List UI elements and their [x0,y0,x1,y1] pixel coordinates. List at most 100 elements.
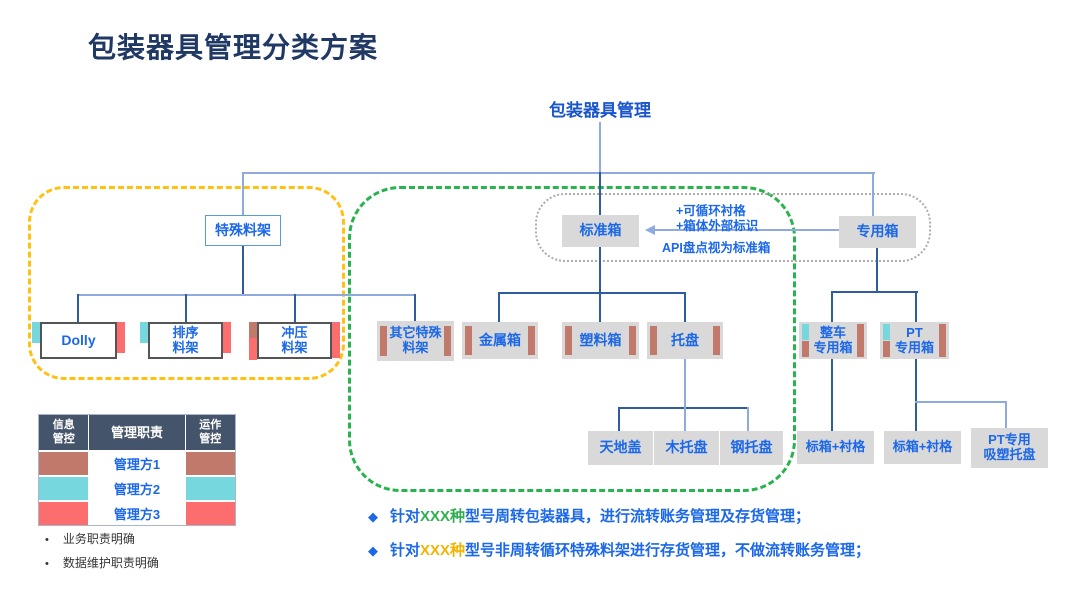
info-control-tab [883,324,890,340]
info-control-tab [140,322,148,343]
node-stamping-rack: 冲压 料架 [249,322,340,360]
node-special-rack: 特殊料架 [205,215,281,246]
node-dedicated-box: 专用箱 [839,216,916,248]
info-control-tab [802,324,809,340]
node-standard-box: 标准箱 [562,215,639,247]
node-label: 金属箱 [479,331,521,348]
operation-control-tab [713,326,720,355]
info-control-tab [883,341,890,357]
info-control-tab [249,322,257,338]
connector [684,358,686,409]
legend-row-party3: 管理方3 [39,500,235,525]
connector [915,358,917,432]
node-std-box-liner-1: 标箱+衬格 [797,431,874,464]
node-label: 冲压 料架 [281,324,308,355]
node-label: 托盘 [671,331,699,348]
legend-label-party3: 管理方3 [89,502,185,525]
connector [684,407,686,432]
connector [499,292,686,294]
arrow-note-1: +可循环衬格 [676,204,746,218]
bullet-highlight: XXX种 [420,542,466,559]
operation-control-tab [528,326,535,355]
info-control-tab [380,326,387,356]
info-control-tab [465,326,472,355]
connector [77,294,79,323]
node-sorting-rack: 排序 料架 [140,322,231,359]
connector [915,291,917,323]
node-other-special-rack: 其它特殊 料架 [377,321,454,361]
standard-managed-region-outline [348,186,796,492]
legend-swatch-party3-info [39,502,89,525]
connector [294,294,296,323]
page-title: 包装器具管理分类方案 [88,32,379,63]
connector [78,294,416,296]
node-label: 其它特殊 料架 [389,325,442,355]
bullet-dot-icon: • [45,558,49,570]
diamond-bullet-icon: ◆ [368,543,378,558]
operation-control-tab [117,322,125,353]
node-label: 塑料箱 [579,331,622,348]
legend-note-2: • 数据维护职责明确 [45,554,159,571]
node-label: 排序 料架 [172,324,199,355]
connector [747,407,749,432]
info-control-tab [32,322,40,343]
legend-swatch-party2-info [39,477,89,500]
operation-control-tab [444,326,451,356]
info-control-tab [802,341,809,357]
arrow-note-2: +箱体外部标识 [676,219,759,233]
summary-bullet-2: ◆ 针对XXX种型号非周转循环特殊料架进行存货管理，不做流转账务管理； [368,539,870,560]
legend-row-party1: 管理方1 [39,450,235,475]
legend-swatch-party3-operation [185,502,235,525]
node-plastic-box: 塑料箱 [562,322,639,359]
node-pallet: 托盘 [647,322,723,359]
operation-control-tab [223,322,231,353]
node-label: 整车 专用箱 [813,324,853,355]
legend-note-text: 数据维护职责明确 [62,556,159,570]
info-control-tab [249,338,257,360]
diamond-bullet-icon: ◆ [368,509,378,524]
node-steel-pallet: 钢托盘 [720,431,783,465]
legend-header-responsibility: 管理职责 [89,415,185,450]
connector [242,246,244,296]
bullet-text: 针对 [390,508,421,525]
connector [872,172,874,218]
arrow-left-icon [645,225,655,235]
arrow-note-3: API盘点视为标准箱 [662,241,771,255]
connector [831,358,833,432]
legend-header-operation-control: 运作 管控 [185,415,235,450]
node-label: Dolly [61,331,96,348]
connector [242,172,244,216]
special-rack-region-outline [28,186,345,380]
legend-swatch-party1-info [39,452,89,475]
connector [498,292,500,323]
bullet-text: 型号非周转循环特殊料架进行存货管理，不做流转账务管理； [465,542,871,559]
node-pt-suction-tray: PT专用 吸塑托盘 [971,428,1048,468]
legend-row-party2: 管理方2 [39,475,235,500]
bullet-text: 针对 [390,542,421,559]
legend-swatch-party1-operation [185,452,235,475]
node-pt-dedicated-box: PT 专用箱 [880,322,949,359]
summary-bullet-1: ◆针对XXX种型号周转包装器具，进行流转账务管理及存货管理； [368,505,810,526]
connector [599,122,601,174]
node-top-bottom-cover: 天地盖 [588,431,653,465]
legend-label-party2: 管理方2 [89,477,185,500]
connector [831,291,833,323]
root-node-label: 包装器具管理 [549,101,651,120]
legend-header-row: 信息 管控 管理职责 运作 管控 [39,415,235,450]
connector [915,401,1007,403]
bullet-dot-icon: • [45,534,49,546]
node-vehicle-dedicated-box: 整车 专用箱 [799,322,867,359]
arrow-line [654,229,840,231]
operation-control-tab [939,324,946,357]
connector [243,172,875,174]
operation-control-tab [857,324,864,357]
connector [832,291,918,293]
connector [414,294,416,322]
operation-control-tab [629,326,636,355]
connector [599,172,601,216]
node-dolly: Dolly [32,322,125,359]
connector [618,407,620,432]
info-control-tab [650,326,657,355]
node-std-box-liner-2: 标箱+衬格 [884,431,961,464]
